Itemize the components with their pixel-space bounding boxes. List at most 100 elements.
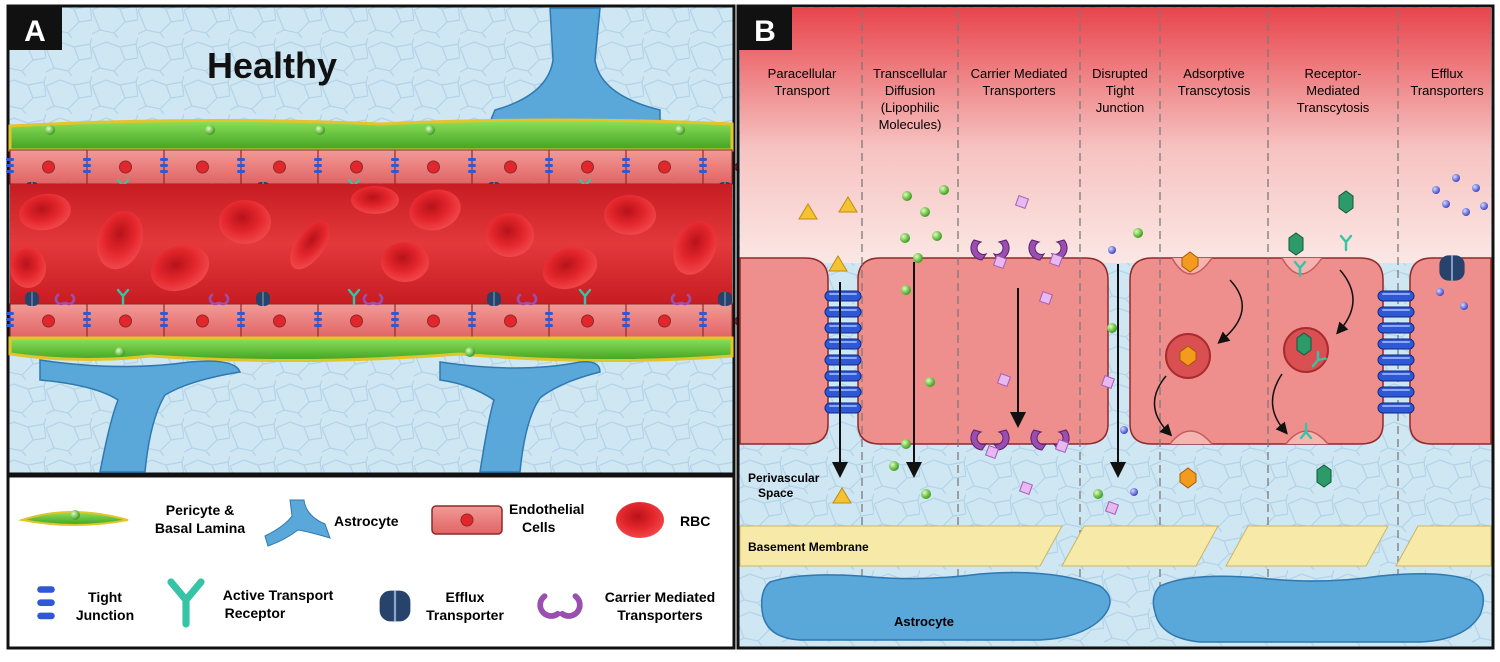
efflux-molecules (1432, 174, 1488, 310)
svg-text:Transporters: Transporters (1410, 83, 1484, 98)
panel-b-letter: B (754, 15, 776, 48)
legend-tight: Tight Junction (37, 586, 134, 623)
disrupted-junction-molecules (1093, 228, 1143, 499)
efflux-transporter-icon (255, 291, 271, 307)
cell-nucleus (350, 314, 363, 328)
endothelial-divisions-bottom (6, 288, 748, 338)
col-carrier-title: Carrier Mediated Transporters (971, 66, 1068, 98)
legend-endothelial-line2: Cells (522, 519, 556, 535)
tight-junction-icon (237, 312, 245, 327)
svg-text:Adsorptive: Adsorptive (1183, 66, 1244, 81)
tight-junction-icon (160, 158, 168, 173)
basement-membrane (739, 525, 1492, 567)
legend-box (6, 474, 736, 650)
svg-text:Transporters: Transporters (982, 83, 1056, 98)
svg-text:Transcytosis: Transcytosis (1178, 83, 1251, 98)
tight-junction-icon (699, 158, 707, 173)
tight-junction-icon (391, 312, 399, 327)
perivascular-label-line2: Space (758, 486, 794, 500)
svg-text:Mediated: Mediated (1306, 83, 1359, 98)
blood-lumen (740, 8, 1491, 263)
panel-a-letter: A (24, 15, 46, 48)
column-separators (861, 10, 1399, 600)
legend-pericyte-line1: Pericyte & (166, 502, 234, 518)
svg-text:Transcytosis: Transcytosis (1297, 100, 1370, 115)
legend-endothelial: Endothelial Cells (431, 501, 584, 535)
cell-nucleus (658, 160, 671, 174)
tight-junction-icon (83, 312, 91, 327)
col-transcellular-title: Transcellular Diffusion (Lipophilic Mole… (873, 66, 948, 132)
legend-endothelial-line1: Endothelial (509, 501, 584, 517)
receptor-arrows (1271, 269, 1354, 435)
tight-junction-icon (237, 158, 245, 173)
astrocyte-foot-left (760, 571, 1111, 641)
pericyte-nuclei-top (45, 125, 685, 135)
legend-receptor: Active Transport Receptor (171, 582, 334, 624)
astrocyte-bottom-left (39, 359, 242, 473)
basement-membrane-label: Basement Membrane (748, 540, 869, 554)
legend-tight-line2: Junction (76, 607, 134, 623)
adsorptive-vesicles (1165, 251, 1213, 489)
legend-receptor-line1: Active Transport (223, 587, 334, 603)
pericyte-band-top (8, 118, 734, 152)
astrocyte-label: Astrocyte (894, 614, 954, 629)
cell-nucleus (504, 160, 517, 174)
tight-junction-legend-icon (37, 586, 55, 620)
lipophilic-molecules (889, 185, 949, 499)
cell-nucleus (504, 314, 517, 328)
endothelial-cell-3 (1129, 257, 1384, 445)
legend-astrocyte-label: Astrocyte (334, 513, 399, 529)
efflux-transporter-icon (24, 291, 40, 307)
svg-text:Paracellular: Paracellular (768, 66, 837, 81)
pericyte-nuclei-bottom (115, 347, 475, 357)
svg-text:(Lipophilic: (Lipophilic (881, 100, 940, 115)
cell-nucleus (581, 314, 594, 328)
tight-junction-icon (545, 312, 553, 327)
rbc-legend-icon (616, 502, 664, 538)
tight-junction-icon (468, 312, 476, 327)
legend-astrocyte: Astrocyte (264, 499, 399, 547)
tight-junction-icon (160, 312, 168, 327)
tight-junction-icon (6, 312, 14, 327)
panel-a: A Healthy (6, 4, 748, 476)
endothelial-cell-2 (857, 257, 1109, 445)
legend-efflux-line1: Efflux (446, 589, 485, 605)
panel-a-letter-box (8, 6, 62, 50)
cell-nucleus (581, 160, 594, 174)
receptor-vesicles (1281, 190, 1354, 488)
tight-junction-icon (545, 158, 553, 173)
tight-junction-icon (622, 312, 630, 327)
endothelial-row-bottom (6, 288, 748, 339)
col-receptor-title: Receptor- Mediated Transcytosis (1297, 66, 1370, 115)
svg-text:Efflux: Efflux (1431, 66, 1464, 81)
tight-junction-icon (622, 158, 630, 173)
legend-carrier-line2: Transporters (617, 607, 703, 623)
legend-receptor-line2: Receptor (225, 605, 286, 621)
legend-carrier-line1: Carrier Mediated (605, 589, 715, 605)
red-blood-cells (10, 186, 717, 292)
cell-nucleus (119, 314, 132, 328)
column-titles: Paracellular Transport Transcellular Dif… (768, 66, 1484, 132)
legend-efflux: Efflux Transporter (378, 589, 504, 623)
legend-carrier: Carrier Mediated Transporters (540, 589, 715, 623)
legend-rbc-label: RBC (680, 513, 710, 529)
efflux-transporter (1438, 254, 1466, 282)
cell-nucleus (119, 160, 132, 174)
cell-nucleus (658, 314, 671, 328)
legend-efflux-line2: Transporter (426, 607, 504, 623)
adsorptive-arrows (1153, 279, 1243, 437)
tight-junction-icon (391, 158, 399, 173)
endothelial-row-top (6, 149, 748, 197)
efflux-transporter-icon (486, 291, 502, 307)
perivascular-label-line1: Perivascular (748, 471, 820, 485)
cell-nucleus (273, 314, 286, 328)
cell-nucleus (42, 314, 55, 328)
svg-text:Transport: Transport (774, 83, 830, 98)
tight-junction-icon (468, 158, 476, 173)
legend-pericyte: Pericyte & Basal Lamina (18, 502, 245, 536)
svg-text:Molecules): Molecules) (879, 117, 942, 132)
tight-junction-icon (6, 158, 14, 173)
panel-a-title: Healthy (207, 45, 337, 86)
